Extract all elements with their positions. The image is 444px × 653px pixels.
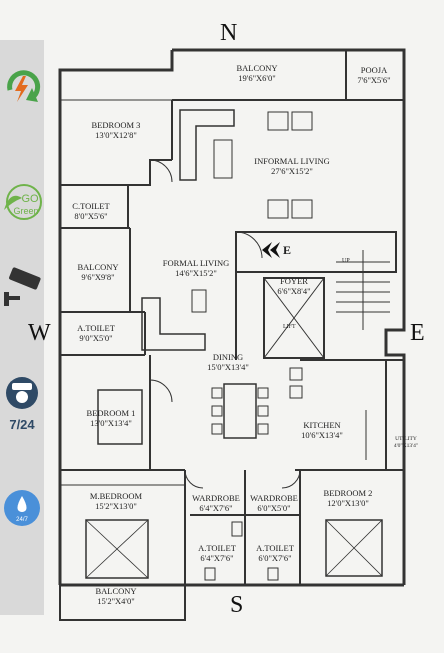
room-size: 7'6"X5'6" xyxy=(357,75,391,85)
room-kitchen: KITCHEN 10'6"X13'4" xyxy=(292,420,352,440)
room-size: 6'4"X7'6" xyxy=(200,553,234,563)
room-size: 27'6"X15'2" xyxy=(271,166,313,176)
room-name: A.TOILET xyxy=(77,323,115,333)
room-pooja: POOJA 7'6"X5'6" xyxy=(346,65,402,85)
security-text: 7/24 xyxy=(9,417,35,432)
room-a-toilet-left: A.TOILET 9'0"X5'0" xyxy=(66,323,126,343)
room-size: 10'6"X13'4" xyxy=(301,430,343,440)
power-backup-icon xyxy=(0,62,44,112)
entrance-arrow xyxy=(262,242,280,258)
room-name: INFORMAL LIVING xyxy=(254,156,330,166)
room-name: FORMAL LIVING xyxy=(162,258,230,268)
room-name: BALCONY xyxy=(77,262,119,272)
entrance-label: E xyxy=(283,243,292,257)
room-informal-living: INFORMAL LIVING 27'6"X15'2" xyxy=(244,156,340,176)
room-size: 9'6"X9'8" xyxy=(81,272,115,282)
room-size: 6'0"X7'6" xyxy=(258,553,292,563)
room-size: 8'0"X5'6" xyxy=(74,211,108,221)
stair-up-label: UP xyxy=(342,258,350,264)
room-name: BEDROOM 2 xyxy=(323,488,373,498)
room-size: 6'0"X5'0" xyxy=(257,503,291,513)
amenities-sidebar: GO Green 7/24 24/7 xyxy=(0,40,44,615)
cctv-camera-icon xyxy=(0,262,44,308)
room-size: 6'4"X7'6" xyxy=(199,503,233,513)
room-utility: UTILITY 4'0"X13'4" xyxy=(386,436,426,450)
compass-west: W xyxy=(28,320,51,346)
room-size: 15'2"X4'0" xyxy=(97,596,135,606)
room-m-bedroom: M.BEDROOM 15'2"X13'0" xyxy=(80,491,152,511)
room-name: C.TOILET xyxy=(72,201,110,211)
room-name: WARDROBE xyxy=(192,493,240,503)
lift-label: LIFT xyxy=(283,324,296,330)
room-size: 6'6"X8'4" xyxy=(277,286,311,296)
room-name: UTILITY xyxy=(395,436,417,442)
room-size: 19'6"X6'0" xyxy=(238,73,276,83)
room-bedroom-1: BEDROOM 1 13'0"X13'4" xyxy=(76,408,146,428)
go-green-icon: GO Green xyxy=(0,180,44,226)
room-formal-living: FORMAL LIVING 14'6"X15'2" xyxy=(156,258,236,278)
room-name: A.TOILET xyxy=(256,543,294,553)
room-size: 9'0"X5'0" xyxy=(79,333,113,343)
svg-text:24/7: 24/7 xyxy=(16,517,28,523)
room-size: 13'0"X13'4" xyxy=(90,418,132,428)
room-c-toilet: C.TOILET 8'0"X5'6" xyxy=(62,201,120,221)
room-name: DINING xyxy=(212,352,244,362)
compass-south: S xyxy=(230,592,244,618)
security-guard-icon: 7/24 xyxy=(0,375,44,432)
room-size: 12'0"X13'0" xyxy=(327,498,369,508)
compass-north: N xyxy=(220,20,238,46)
room-a-toilet-1: A.TOILET 6'4"X7'6" xyxy=(190,543,244,563)
room-size: 14'6"X15'2" xyxy=(175,268,217,278)
svg-text:GO: GO xyxy=(21,193,39,205)
room-foyer: FOYER 6'6"X8'4" xyxy=(266,276,322,296)
room-name: BEDROOM 3 xyxy=(91,120,141,130)
room-name: WARDROBE xyxy=(250,493,298,503)
compass-east: E xyxy=(410,320,425,346)
room-balcony-bottom: BALCONY 15'2"X4'0" xyxy=(84,586,148,606)
room-name: KITCHEN xyxy=(303,420,341,430)
room-wardrobe-2: WARDROBE 6'0"X5'0" xyxy=(246,493,302,513)
room-name: FOYER xyxy=(280,276,308,286)
room-name: BALCONY xyxy=(236,63,278,73)
svg-text:Green: Green xyxy=(13,206,38,216)
room-balcony-top: BALCONY 19'6"X6'0" xyxy=(222,63,292,83)
room-bedroom-3: BEDROOM 3 13'0"X12'8" xyxy=(78,120,154,140)
room-name: BALCONY xyxy=(95,586,137,596)
room-size: 4'0"X13'4" xyxy=(393,443,419,449)
room-a-toilet-2: A.TOILET 6'0"X7'6" xyxy=(248,543,302,563)
room-size: 15'2"X13'0" xyxy=(95,501,137,511)
water-supply-icon: 24/7 xyxy=(0,488,44,528)
room-name: BEDROOM 1 xyxy=(86,408,136,418)
room-name: M.BEDROOM xyxy=(89,491,143,501)
room-name: A.TOILET xyxy=(198,543,236,553)
room-size: 15'0"X13'4" xyxy=(207,362,249,372)
room-balcony-left: BALCONY 9'6"X9'8" xyxy=(66,262,130,282)
room-bedroom-2: BEDROOM 2 12'0"X13'0" xyxy=(314,488,382,508)
room-dining: DINING 15'0"X13'4" xyxy=(196,352,260,372)
room-name: POOJA xyxy=(360,65,388,75)
room-wardrobe-1: WARDROBE 6'4"X7'6" xyxy=(188,493,244,513)
room-size: 13'0"X12'8" xyxy=(95,130,137,140)
